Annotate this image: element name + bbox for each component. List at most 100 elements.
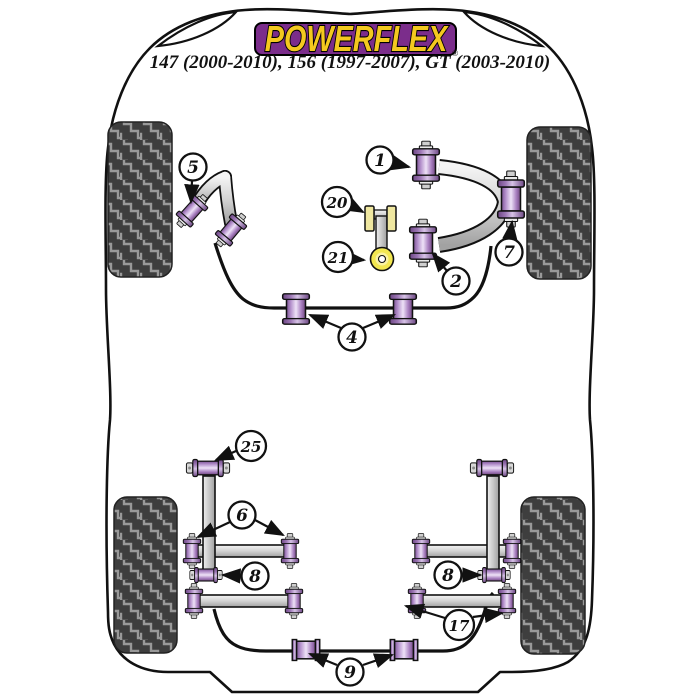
rear-left-upper-arm-inner-bush [183,534,200,569]
front-upper-arm-outer-bush [498,171,525,227]
rear-left-suspension [183,458,302,619]
callout-8-number: 8 [441,566,454,586]
callout-4: 4 [307,313,397,352]
mount-bush-hole [377,254,387,264]
front-anti-roll-bar [213,242,493,325]
front-left-wishbone [172,170,252,251]
front-arb-bush-left [281,293,311,325]
callout-5-circle [178,152,208,182]
car-body-path [104,7,596,694]
callout-9-arrow [362,653,395,669]
callout-25-circle [234,429,268,463]
callout-4-circle [337,322,367,352]
callout-5: 5 [178,152,208,205]
callout-17-circle [442,608,476,642]
callout-8-number: 8 [248,567,261,587]
callout-17-number: 17 [449,617,470,635]
callout-21: 21 [321,240,367,274]
callout-5-number: 5 [187,158,199,178]
callout-1-circle [365,145,395,175]
windscreen-pillar-right [461,10,546,48]
callout-4-number: 4 [346,328,358,348]
callout-21-circle [321,240,355,274]
callout-9-number: 9 [344,663,356,683]
callout-8-circle [433,560,463,590]
callout-4-arrow [307,313,342,330]
callout-6-arrow [196,521,231,538]
rear-right-trailing-arm-front-bush [469,458,515,478]
callout-1-number: 1 [374,151,386,171]
front-upper-arm-rear-bush [410,219,437,267]
windscreen-pillar-left [154,10,239,48]
callout-25-arrow [213,445,237,462]
callout-17-arrow [403,603,446,620]
rear-left-lower-arm-outer-bush [285,584,302,619]
callout-2-circle [441,266,471,296]
callout-4-arrow [362,313,397,330]
engine-mount-link [364,205,397,272]
callout-21-arrow [345,250,367,267]
rear-left-lower-arm-inner-bush [185,584,202,619]
mount-bracket-plate-left [364,205,375,232]
rear-right-lower-arm-outer-bush [408,584,425,619]
tire-front-right [526,126,592,280]
tire-rear-right [520,496,586,655]
front-right-wishbone [410,141,525,267]
rear-left-upper-arm-outer-bush [281,534,298,569]
rear-left-lower-arm [193,594,295,608]
front-upper-arm-front-bush [413,141,440,189]
powerflex-logo-text: POWERFLEX [263,18,447,59]
callout-25-number: 25 [240,438,262,456]
registered-trademark-symbol: ® [452,49,458,58]
callout-20-number: 20 [326,194,348,212]
front-arb-bush-right [388,293,418,325]
callout-1-arrow [390,155,412,171]
callout-25: 25 [213,429,268,463]
callout-9: 9 [307,652,395,687]
callout-7-number: 7 [503,243,515,263]
callout-5-arrow [184,180,200,205]
callout-6: 6 [196,500,285,538]
callout-8: 8 [433,560,483,590]
tire-rear-left [113,496,178,654]
rear-right-trailing-arm [486,475,500,572]
model-fitment-text: 147 (2000-2010), 156 (1997-2007), GT (20… [149,52,551,73]
callout-6-circle [227,500,257,530]
callout-6-arrow [254,519,285,537]
callout-20-circle [320,185,354,219]
callout-2: 2 [431,252,471,296]
callout-17-arrow [472,607,505,624]
callout-9-circle [335,657,365,687]
callout-layer: 1 2 4 5 6 7 8 8 9 17 20 21 25 [178,145,524,687]
rear-right-upper-arm-outer-bush [412,534,429,569]
rear-right-suspension [408,458,520,619]
mount-bracket-plate-right [386,205,397,232]
rear-arb-bush-right [389,638,419,662]
powerflex-logo: POWERFLEX ® [254,18,458,59]
callout-21-number: 21 [327,249,349,267]
callout-2-arrow [431,252,451,273]
rear-left-trailing-arm-front-bush [185,458,231,478]
callout-7-arrow [502,219,518,241]
front-arb-bar [213,242,493,310]
callout-7-circle [494,237,524,267]
tire-front-left [107,121,173,278]
rear-left-trailing-arm [202,475,216,572]
callout-2-number: 2 [449,272,462,292]
callout-8: 8 [220,561,270,591]
rear-left-hub-bush [189,566,223,584]
callout-7: 7 [494,219,524,267]
callout-20-arrow [343,196,365,214]
callout-6-number: 6 [236,506,248,526]
rear-right-hub-bush [477,566,511,584]
tires [107,121,592,655]
callout-20: 20 [320,185,365,219]
callout-17: 17 [403,603,505,642]
car-body-outline [104,7,596,694]
rear-right-lower-arm [416,594,508,608]
rear-right-upper-arm-inner-bush [503,534,520,569]
callout-8-arrow [220,568,242,584]
callout-1: 1 [365,145,412,175]
